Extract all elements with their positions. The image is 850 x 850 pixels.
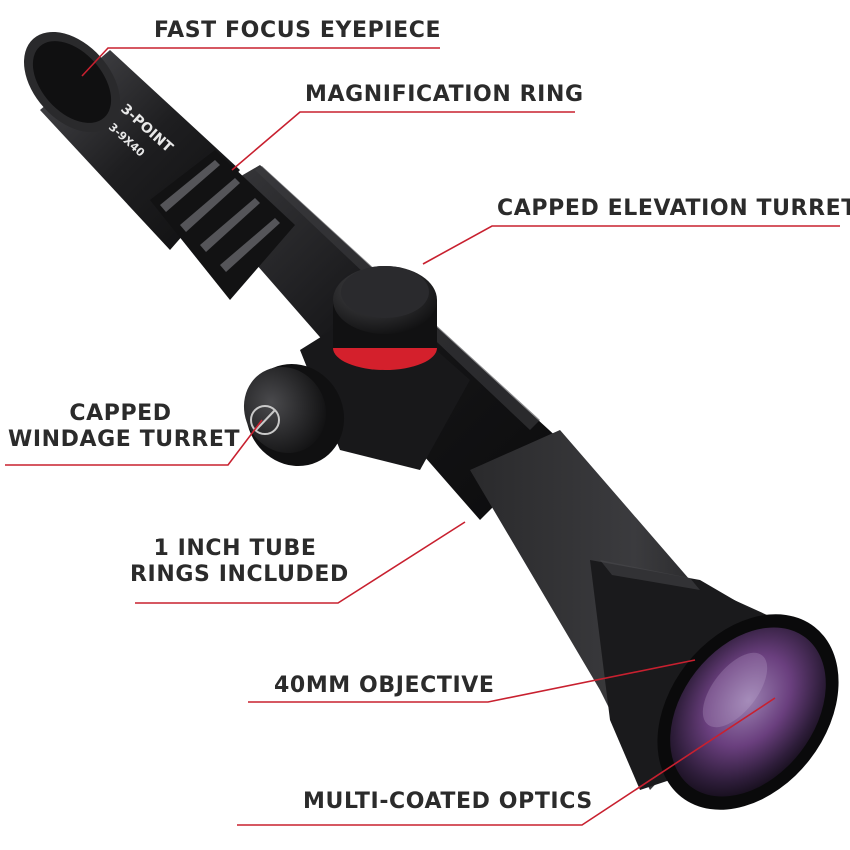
callout-tube-rings: 1 INCH TUBE RINGS INCLUDED	[130, 536, 349, 589]
callout-lines	[5, 47, 840, 826]
callout-40mm-objective: 40MM OBJECTIVE	[274, 673, 495, 698]
callout-line-eyepiece	[81, 47, 440, 77]
objective-lens	[657, 614, 839, 810]
callout-line-elevation	[422, 225, 840, 265]
callout-tube-line-1: 1 INCH TUBE	[153, 536, 317, 561]
callout-line-windage	[5, 419, 263, 466]
callout-multi-coated-optics: MULTI-COATED OPTICS	[303, 789, 593, 814]
callout-tube-line-2: RINGS INCLUDED	[130, 562, 349, 588]
callout-windage-line-2: WINDAGE TURRET	[8, 427, 241, 453]
callout-line-objective	[248, 659, 696, 703]
callout-line-magnification	[231, 111, 575, 171]
callout-line-optics	[237, 697, 776, 826]
callout-capped-windage-turret: CAPPED WINDAGE TURRET	[8, 401, 241, 454]
callout-magnification-ring: MAGNIFICATION RING	[305, 82, 584, 107]
elevation-turret	[333, 266, 437, 370]
windage-turret	[243, 363, 345, 467]
callout-line-tube	[135, 521, 466, 604]
magnification-ring	[150, 150, 295, 300]
callout-windage-line-1: CAPPED	[69, 401, 172, 426]
callout-fast-focus-eyepiece: FAST FOCUS EYEPIECE	[154, 18, 442, 43]
callout-capped-elevation-turret: CAPPED ELEVATION TURRET	[497, 196, 850, 221]
